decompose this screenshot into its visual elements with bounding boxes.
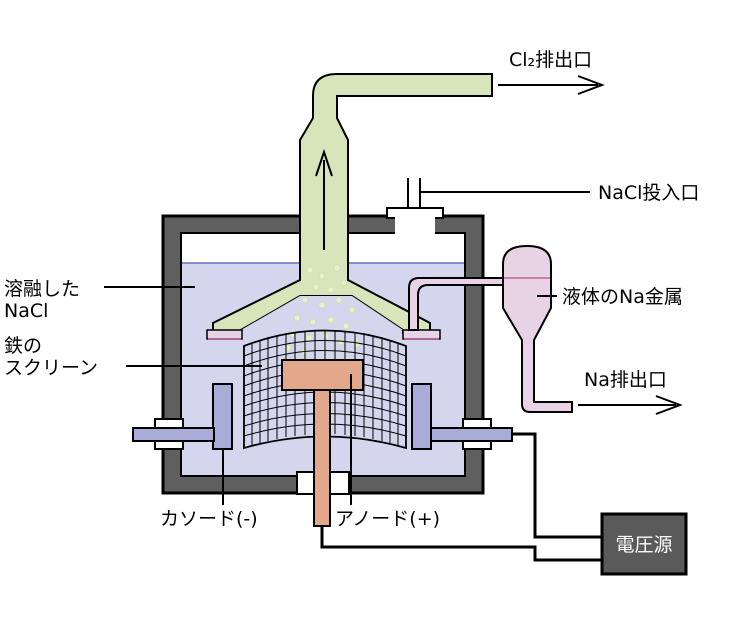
power-source-label: 電圧源	[615, 534, 672, 556]
anode-stem	[313, 389, 331, 527]
wire-anode-to-source	[320, 526, 602, 562]
label-cathode: カソード(-)	[160, 508, 258, 530]
na-out-arrow-head	[655, 395, 683, 415]
sodium-collar-left	[206, 329, 243, 340]
anode-head	[281, 359, 364, 391]
label-nacl-inlet: NaCl投入口	[598, 182, 699, 204]
label-na-outlet: Na排出口	[584, 369, 667, 391]
hood-interior	[241, 296, 403, 330]
sodium-collar-right	[402, 329, 441, 340]
label-liquid-na-metal: 液体のNa金属	[562, 286, 683, 308]
cathode-rod-right	[430, 427, 513, 442]
sodium-separator	[502, 244, 573, 413]
cl2-out-arrow-head	[577, 75, 605, 95]
label-cl2-outlet: Cl₂排出口	[509, 49, 592, 71]
label-molten-nacl-2: NaCl	[4, 300, 48, 322]
nacl-inlet-gap	[395, 214, 435, 234]
label-iron-screen-1: 鉄の	[4, 335, 42, 357]
gas-up-arrow-head	[315, 148, 333, 177]
wire-cathode-to-source	[512, 432, 602, 539]
label-anode: アノード(+)	[335, 508, 440, 530]
cathode-left	[212, 383, 233, 450]
label-molten-nacl-1: 溶融した	[4, 278, 80, 300]
label-iron-screen-2: スクリーン	[4, 357, 98, 379]
cathode-rod-left	[132, 427, 215, 442]
power-source-box	[600, 512, 688, 576]
cathode-right	[411, 383, 432, 450]
